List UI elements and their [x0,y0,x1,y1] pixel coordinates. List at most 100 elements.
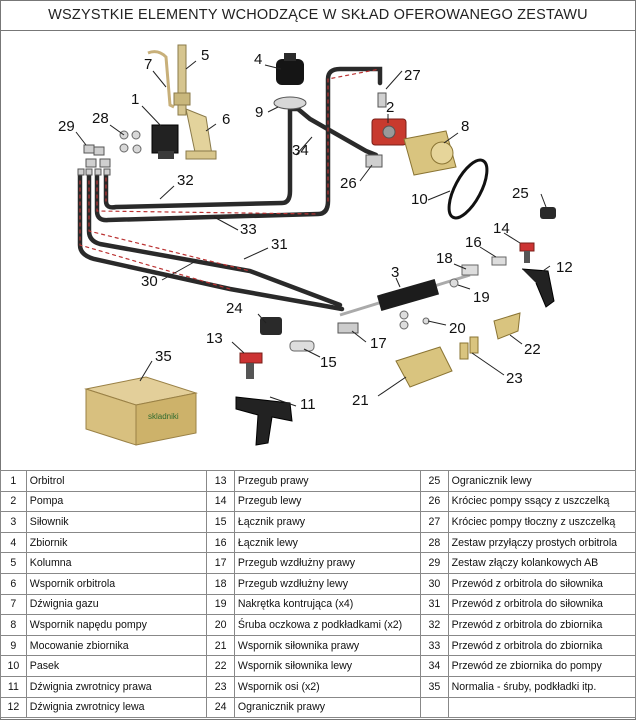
callout-4: 4 [254,51,262,68]
longitudinal-joint-17 [337,322,359,334]
orbitrol-1 [151,124,179,159]
part-number: 26 [420,490,449,513]
part-number: 25 [420,470,449,492]
part-description: Śruba oczkowa z podkładkami (x2) [233,614,422,636]
part-description: Pompa [25,490,208,513]
callout-28: 28 [92,110,109,127]
right-cylinder-bracket-21 [395,346,453,388]
callout-31: 31 [271,236,288,253]
part-number: 30 [420,572,449,595]
part-description: Ogranicznik lewy [447,470,636,492]
callout-33: 33 [240,221,257,238]
callout-21: 21 [352,392,369,409]
callout-27: 27 [404,67,421,84]
callout-6: 6 [222,111,230,128]
part-number: 32 [420,614,449,636]
part-number: 24 [206,696,235,719]
right-link-15 [289,340,315,352]
part-description: Przewód z orbitrola do siłownika [447,593,636,616]
lock-nut-19 [449,278,459,288]
part-description: Orbitrol [25,470,208,492]
part-number: 28 [420,531,449,554]
hose-32 [103,100,293,210]
right-joint-13 [239,352,263,379]
callout-32: 32 [177,172,194,189]
part-number: 6 [0,572,27,595]
part-number: 7 [0,593,27,616]
callout-19: 19 [473,289,490,306]
callout-10: 10 [411,191,428,208]
callout-5: 5 [201,47,209,64]
callout-24: 24 [226,300,243,317]
part-number: 20 [206,614,235,636]
callout-25: 25 [512,185,529,202]
part-description: Dźwignia zwrotnicy lewa [25,696,208,719]
part-description: Wspornik siłownika prawy [233,634,422,657]
callout-14: 14 [493,220,510,237]
hardware-box-35: skladniki [84,376,198,446]
callout-29: 29 [58,118,75,135]
part-description: Dźwignia gazu [25,593,208,616]
callout-18: 18 [436,250,453,267]
elbow-fittings-29 [77,144,111,176]
reservoir-clamp-9 [273,96,307,110]
part-number: 8 [0,614,27,636]
part-description: Przegub prawy [233,470,422,492]
hose-30 [77,168,345,312]
part-description: Ogranicznik prawy [233,696,422,719]
part-description: Kolumna [25,552,208,574]
callout-2: 2 [386,99,394,116]
part-description: Nakrętka kontrująca (x4) [233,593,422,616]
part-description: Przewód z orbitrola do zbiornika [447,634,636,657]
part-description: Wspornik osi (x2) [233,675,422,698]
parts-diagram: skladniki [0,31,636,465]
part-description: Pasek [25,655,208,677]
part-number: 14 [206,490,235,513]
part-number: 22 [206,655,235,677]
part-number: 31 [420,593,449,616]
callout-numbers: 1 2 3 4 5 6 7 8 9 10 11 12 13 14 15 16 1… [58,47,573,413]
part-number: 9 [0,634,27,657]
longitudinal-joint-18 [461,264,479,276]
part-number: 34 [420,655,449,677]
left-stop-25 [540,207,556,219]
eye-bolt-20 [399,310,430,330]
part-description: Wspornik napędu pompy [25,614,208,636]
callout-23: 23 [506,370,523,387]
part-number: 18 [206,572,235,595]
part-description: Mocowanie zbiornika [25,634,208,657]
callout-1: 1 [131,91,139,108]
part-description: Przegub wzdłużny lewy [233,572,422,595]
part-number: 27 [420,511,449,533]
orbitrol-bracket-6 [185,108,217,160]
part-number [420,696,449,719]
callout-22: 22 [524,341,541,358]
part-number: 2 [0,490,27,513]
right-stop-24 [260,317,282,335]
callout-9: 9 [255,104,263,121]
part-description: Zestaw złączy kolankowych AB [447,552,636,574]
part-number: 13 [206,470,235,492]
part-number: 17 [206,552,235,574]
reservoir-4 [276,53,304,85]
hose-33 [94,66,383,223]
part-number: 10 [0,655,27,677]
belt-10 [447,158,489,220]
part-description: Siłownik [25,511,208,533]
callout-26: 26 [340,175,357,192]
leader-lines [75,60,551,407]
part-description: Dźwignia zwrotnicy prawa [25,675,208,698]
part-number: 33 [420,634,449,657]
callout-35: 35 [155,348,172,365]
part-description [447,696,636,719]
